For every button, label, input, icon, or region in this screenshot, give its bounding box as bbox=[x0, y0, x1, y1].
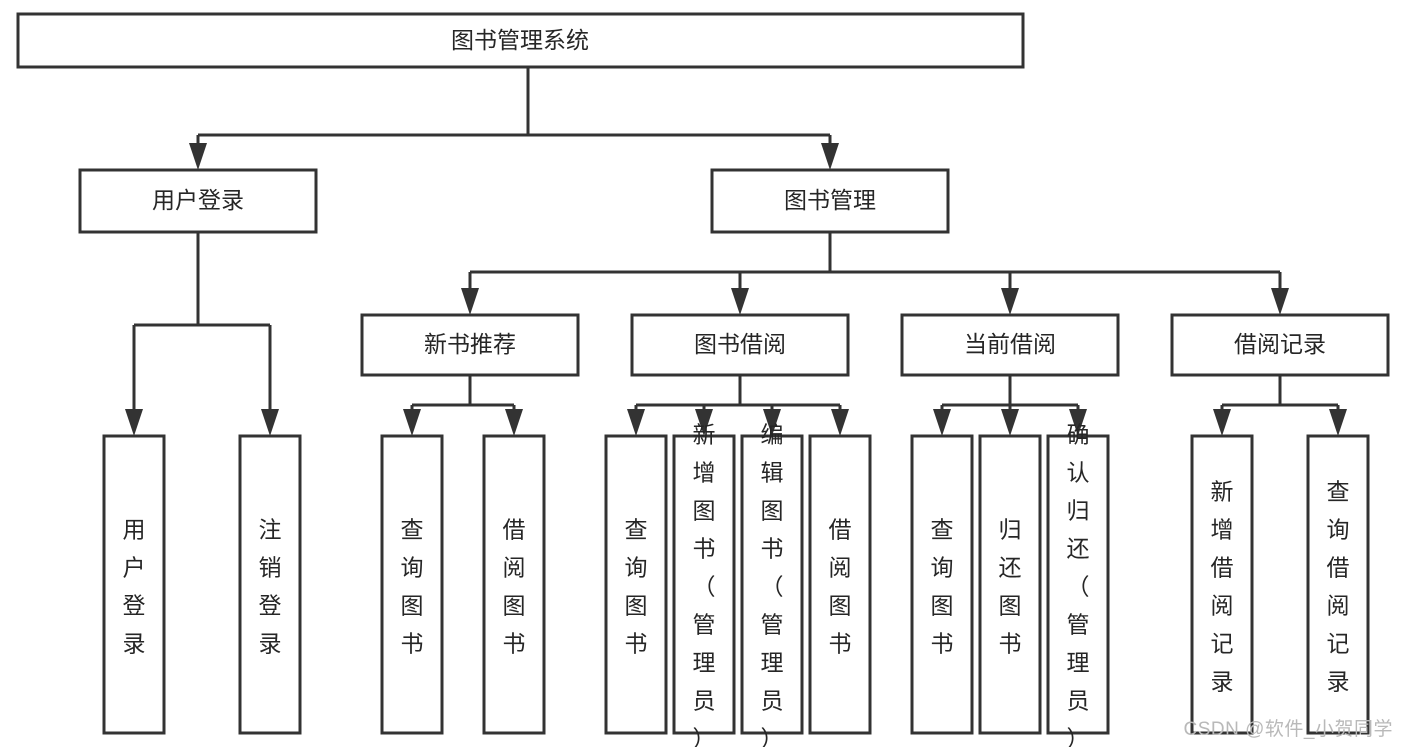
node-new-book-rec[interactable]: 新书推荐 bbox=[360, 313, 580, 377]
node-leaf-query-book-2-label: 查询图书 bbox=[625, 517, 648, 657]
node-leaf-borrow-book-2-label: 借阅图书 bbox=[829, 517, 852, 657]
node-current-borrow-label: 当前借阅 bbox=[964, 331, 1056, 357]
connector-group-borrow-record bbox=[1213, 375, 1347, 436]
node-leaf-add-book-label: 新增图书（管理员） bbox=[693, 422, 716, 747]
node-leaf-edit-book-box[interactable] bbox=[740, 434, 804, 735]
node-borrow-record[interactable]: 借阅记录 bbox=[1170, 313, 1390, 377]
node-leaf-query-book-1[interactable]: 查询图书 bbox=[380, 434, 444, 735]
arrow-to-book-manage bbox=[821, 143, 839, 170]
node-leaf-query-record-label: 查询借阅记录 bbox=[1327, 479, 1350, 695]
arrow-to-leaf-add-book bbox=[695, 409, 713, 436]
node-leaf-confirm-return-label: 确认归还（管理员） bbox=[1067, 422, 1090, 747]
arrow-to-leaf-edit-book bbox=[763, 409, 781, 436]
node-current-borrow[interactable]: 当前借阅 bbox=[900, 313, 1120, 377]
arrow-to-borrow-record bbox=[1271, 288, 1289, 315]
connector-group-book-borrow bbox=[627, 375, 849, 436]
arrow-to-leaf-confirm-return bbox=[1069, 409, 1087, 436]
arrow-to-leaf-query-book-3 bbox=[933, 409, 951, 436]
node-leaf-query-record[interactable]: 查询借阅记录 bbox=[1306, 434, 1370, 735]
arrow-to-new-book-rec bbox=[461, 288, 479, 315]
connector-group-user-login bbox=[125, 232, 279, 436]
node-leaf-borrow-book-1-box[interactable] bbox=[482, 434, 546, 735]
arrow-to-leaf-user-login bbox=[125, 409, 143, 436]
node-new-book-rec-box[interactable] bbox=[360, 313, 580, 377]
connector-group-current-borrow bbox=[933, 375, 1087, 436]
arrow-to-leaf-add-record bbox=[1213, 409, 1231, 436]
node-book-borrow-label: 图书借阅 bbox=[694, 331, 786, 357]
node-leaf-edit-book-label: 编辑图书（管理员） bbox=[761, 422, 784, 747]
node-leaf-logout-label: 注销登录 bbox=[259, 517, 282, 657]
node-new-book-rec-label: 新书推荐 bbox=[424, 331, 516, 357]
connector-group-new-book-rec bbox=[403, 375, 523, 436]
node-leaf-borrow-book-1-label: 借阅图书 bbox=[503, 517, 526, 657]
node-leaf-confirm-return-box[interactable] bbox=[1046, 434, 1110, 735]
node-leaf-add-book-box[interactable] bbox=[672, 434, 736, 735]
node-user-login-label: 用户登录 bbox=[152, 187, 244, 213]
arrow-to-current-borrow bbox=[1001, 288, 1019, 315]
node-leaf-query-book-1-label: 查询图书 bbox=[401, 517, 424, 657]
node-root-label: 图书管理系统 bbox=[451, 27, 589, 53]
node-leaf-query-book-2-box[interactable] bbox=[604, 434, 668, 735]
node-leaf-borrow-book-2-box[interactable] bbox=[808, 434, 872, 735]
node-root[interactable]: 图书管理系统 bbox=[16, 12, 1025, 69]
node-leaf-confirm-return[interactable]: 确认归还（管理员） bbox=[1046, 422, 1110, 747]
node-leaf-add-record[interactable]: 新增借阅记录 bbox=[1190, 434, 1254, 735]
arrow-to-leaf-logout bbox=[261, 409, 279, 436]
node-borrow-record-box[interactable] bbox=[1170, 313, 1390, 377]
node-leaf-add-record-label: 新增借阅记录 bbox=[1211, 479, 1234, 695]
node-book-borrow[interactable]: 图书借阅 bbox=[630, 313, 850, 377]
node-leaf-add-record-box[interactable] bbox=[1190, 434, 1254, 735]
arrow-to-leaf-query-record bbox=[1329, 409, 1347, 436]
node-book-manage[interactable]: 图书管理 bbox=[710, 168, 950, 234]
node-leaf-borrow-book-1[interactable]: 借阅图书 bbox=[482, 434, 546, 735]
node-root-box[interactable] bbox=[16, 12, 1025, 69]
node-leaf-user-login-label: 用户登录 bbox=[123, 517, 146, 657]
node-leaf-edit-book[interactable]: 编辑图书（管理员） bbox=[740, 422, 804, 747]
node-leaf-borrow-book-2[interactable]: 借阅图书 bbox=[808, 434, 872, 735]
arrow-to-leaf-query-book-1 bbox=[403, 409, 421, 436]
node-book-manage-label: 图书管理 bbox=[784, 187, 876, 213]
node-leaf-return-book[interactable]: 归还图书 bbox=[978, 434, 1042, 735]
node-leaf-return-book-box[interactable] bbox=[978, 434, 1042, 735]
node-leaf-add-book[interactable]: 新增图书（管理员） bbox=[672, 422, 736, 747]
node-user-login-box[interactable] bbox=[78, 168, 318, 234]
arrow-to-leaf-query-book-2 bbox=[627, 409, 645, 436]
arrow-to-leaf-borrow-book-1 bbox=[505, 409, 523, 436]
node-leaf-query-book-1-box[interactable] bbox=[380, 434, 444, 735]
node-leaf-query-book-2[interactable]: 查询图书 bbox=[604, 434, 668, 735]
node-book-borrow-box[interactable] bbox=[630, 313, 850, 377]
node-current-borrow-box[interactable] bbox=[900, 313, 1120, 377]
node-leaf-query-book-3-label: 查询图书 bbox=[931, 517, 954, 657]
node-leaf-logout-box[interactable] bbox=[238, 434, 302, 735]
node-leaf-query-record-box[interactable] bbox=[1306, 434, 1370, 735]
node-leaf-user-login[interactable]: 用户登录 bbox=[102, 434, 166, 735]
node-leaf-return-book-label: 归还图书 bbox=[999, 517, 1022, 657]
arrow-to-leaf-borrow-book-2 bbox=[831, 409, 849, 436]
node-borrow-record-label: 借阅记录 bbox=[1234, 331, 1326, 357]
arrow-to-book-borrow bbox=[731, 288, 749, 315]
node-book-manage-box[interactable] bbox=[710, 168, 950, 234]
node-user-login[interactable]: 用户登录 bbox=[78, 168, 318, 234]
arrow-to-user-login bbox=[189, 143, 207, 170]
connector-group-book-manage bbox=[461, 232, 1289, 315]
connector-group-root bbox=[189, 67, 839, 170]
node-leaf-logout[interactable]: 注销登录 bbox=[238, 434, 302, 735]
node-leaf-query-book-3-box[interactable] bbox=[910, 434, 974, 735]
node-leaf-user-login-box[interactable] bbox=[102, 434, 166, 735]
arrow-to-leaf-return-book bbox=[1001, 409, 1019, 436]
node-leaf-query-book-3[interactable]: 查询图书 bbox=[910, 434, 974, 735]
